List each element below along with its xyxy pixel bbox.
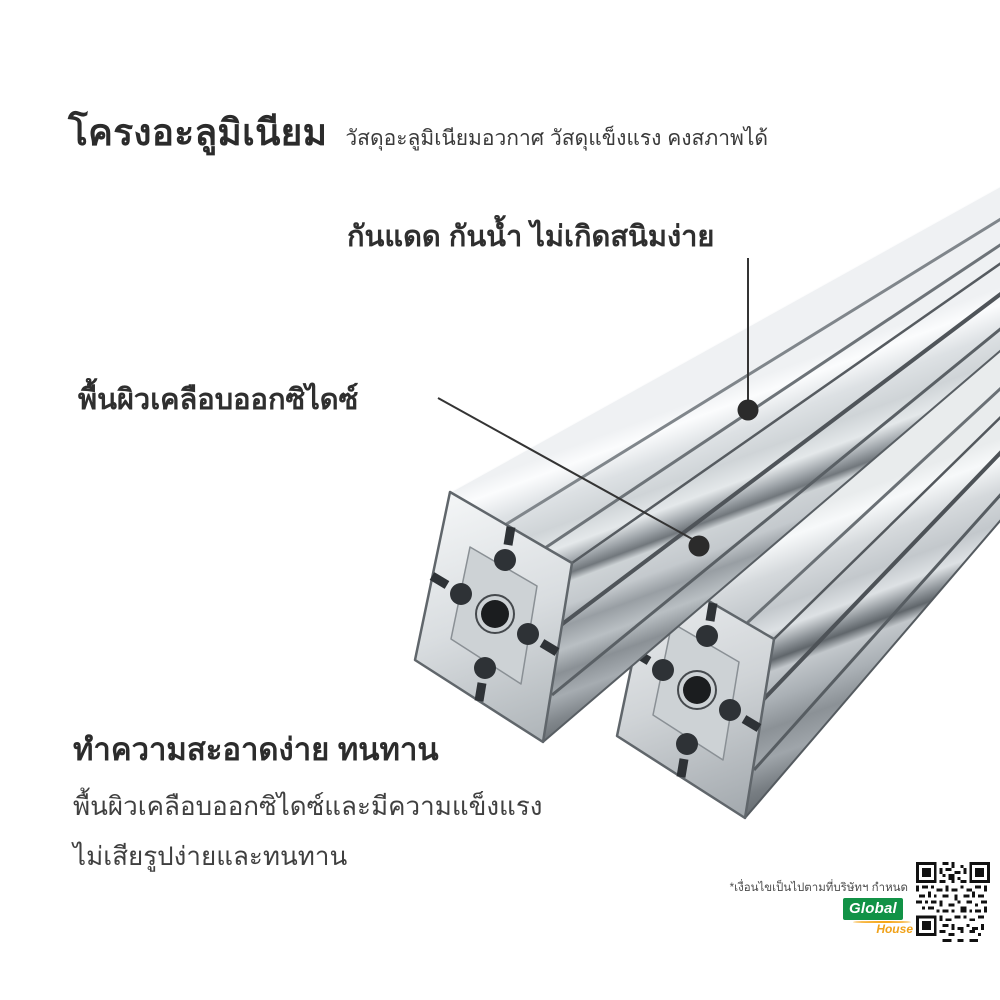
qr-code [916,862,990,942]
features-heading: ทำความสะอาดง่าย ทนทาน [73,732,439,767]
features-line-2: ไม่เสียรูปง่ายและทนทาน [73,841,348,871]
callout-surface-label: พื้นผิวเคลือบออกซิไดซ์ [78,384,359,416]
page-title: โครงอะลูมิเนียม [68,112,328,153]
page-subtitle: วัสดุอะลูมิเนียมอวกาศ วัสดุแข็งแรง คงสภา… [345,127,769,150]
header: โครงอะลูมิเนียม วัสดุอะลูมิเนียมอวกาศ วั… [68,103,768,162]
profile-bar-front [413,185,1000,744]
brand-swoosh [853,920,911,923]
callout-dot-sun [737,399,759,421]
features-line-1: พื้นผิวเคลือบออกซิไดซ์และมีความแข็งแรง [73,791,543,821]
global-house-logo: Global House [843,898,913,935]
brand-sub: House [876,921,913,936]
callout-dot-surface [688,535,710,557]
callout-sun-label: กันแดด กันน้ำ ไม่เกิดสนิมง่าย [347,221,715,253]
brand-name: Global [843,898,903,920]
footer-disclaimer: *เงื่อนไขเป็นไปตามที่บริษัทฯ กำหนด [729,882,908,894]
callout-leader-surface [437,397,710,557]
profile-cross-section-front [413,490,574,744]
callout-leader-sun [737,258,759,421]
